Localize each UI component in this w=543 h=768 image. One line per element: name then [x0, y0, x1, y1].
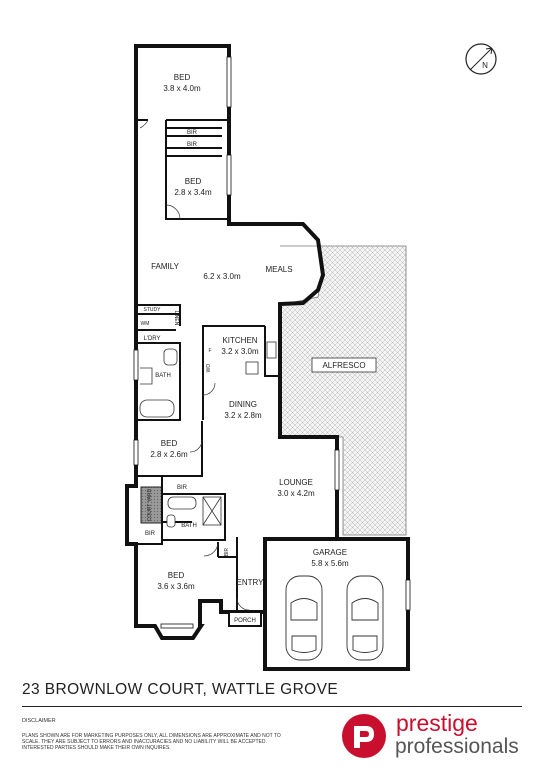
porch-label: PORCH	[234, 618, 256, 624]
ldry-label: L'DRY	[143, 336, 160, 342]
bath2-label: BATH	[181, 523, 197, 529]
garage-label: GARAGE	[313, 548, 347, 557]
bir5-label: BIR	[224, 547, 230, 556]
car-left	[285, 575, 323, 661]
kitchen-size: 3.2 x 3.0m	[221, 347, 259, 356]
bath1-tub	[139, 399, 175, 418]
family-label: FAMILY	[151, 262, 180, 271]
wm-label: WM	[141, 321, 150, 327]
disclaimer-title: DISCLAIMER	[22, 718, 56, 724]
dining-label: DINING	[229, 400, 257, 409]
bed1-label: BED	[174, 73, 191, 82]
disclaimer-text: Plans shown are for marketing purposes o…	[22, 733, 281, 751]
family-size: 6.2 x 3.0m	[203, 272, 241, 281]
bath1-label: BATH	[155, 373, 171, 379]
garage-size: 5.8 x 5.6m	[311, 559, 349, 568]
brand-name-line2: professionals	[395, 735, 519, 758]
bed3-label: BED	[161, 439, 178, 448]
bath1-shower	[140, 367, 153, 385]
dining-size: 3.2 x 2.8m	[224, 411, 262, 420]
north-arrow-icon: N	[465, 43, 497, 75]
bir3-label: BIR	[177, 485, 188, 491]
bed2-size: 2.8 x 3.4m	[174, 188, 212, 197]
courtyard-label: COURT YARD	[147, 488, 153, 521]
bir4-label: BIR	[145, 531, 156, 537]
door-swings	[139, 119, 250, 611]
kitchen-sink	[266, 341, 277, 359]
prestige-logo-icon	[342, 714, 386, 758]
bed3-size: 2.8 x 2.6m	[150, 450, 188, 459]
bed1-size: 3.8 x 4.0m	[163, 84, 201, 93]
meals-label: MEALS	[265, 265, 292, 274]
bed4-label: BED	[168, 571, 185, 580]
kitchen-cooktop	[245, 361, 259, 375]
bath2-basin	[166, 514, 176, 528]
bir1-label: BIR	[187, 130, 198, 136]
study-label: STUDY	[144, 307, 162, 313]
bath2-tub	[167, 496, 197, 510]
fridge-label: F	[208, 348, 211, 354]
north-label: N	[482, 61, 488, 70]
bed4-size: 3.6 x 3.6m	[157, 582, 195, 591]
linen-label: LINEN	[173, 311, 179, 326]
lounge-label: LOUNGE	[279, 478, 313, 487]
bath2-shower-x	[202, 496, 222, 526]
alfresco-label: ALFRESCO	[322, 361, 365, 370]
brand-name-line1: prestige	[396, 710, 478, 736]
alfresco-tag	[311, 357, 377, 373]
bed2-label: BED	[185, 177, 202, 186]
bir2-label: BIR	[187, 142, 198, 148]
entry-label: ENTRY	[237, 578, 265, 587]
lounge-size: 3.0 x 4.2m	[277, 489, 315, 498]
windows	[133, 56, 411, 629]
porch-box	[228, 611, 262, 627]
bath1-basin	[163, 348, 178, 366]
divider	[22, 706, 522, 707]
wo-label: WO	[206, 364, 212, 373]
property-address: 23 BROWNLOW COURT, WATTLE GROVE	[22, 681, 339, 698]
kitchen-label: KITCHEN	[222, 336, 257, 345]
car-right	[346, 575, 384, 661]
